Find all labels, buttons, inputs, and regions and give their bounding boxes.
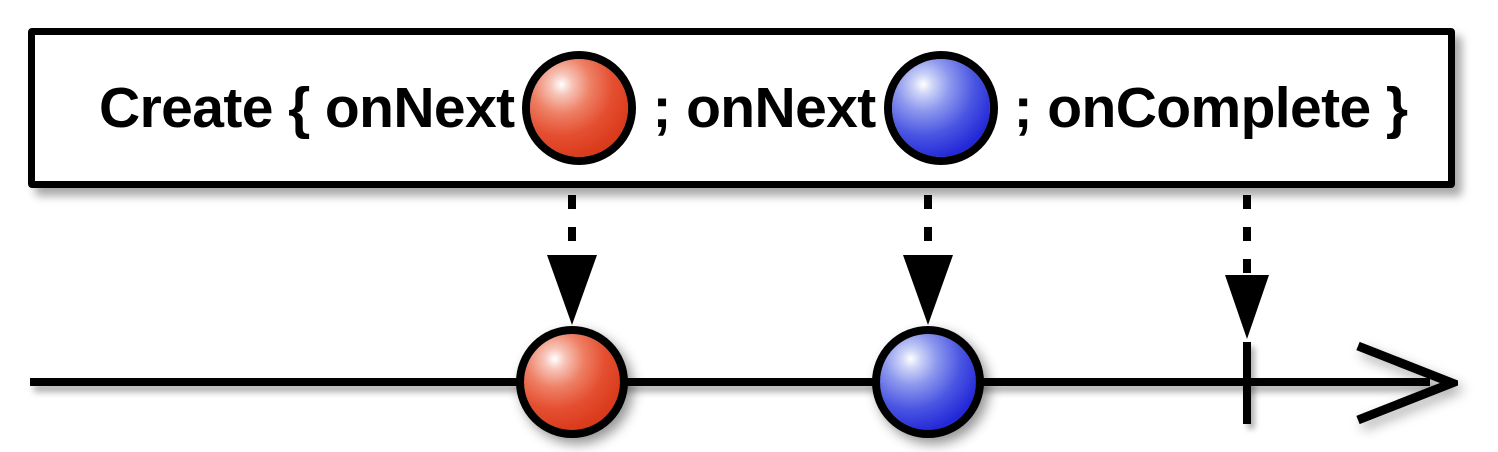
arrowhead-complete xyxy=(1219,275,1275,341)
dashed-line-blue xyxy=(924,195,932,257)
expression-text-onnext-2: ; onNext xyxy=(652,75,876,140)
oncomplete-marker xyxy=(1243,342,1251,424)
create-expression: Create { onNext ; onNext ; onComplete } xyxy=(99,51,1408,165)
expression-text-create-onnext: Create { onNext xyxy=(99,75,515,140)
arrowhead-red xyxy=(544,255,600,327)
dashed-line-complete xyxy=(1243,195,1251,277)
source-expression-box: Create { onNext ; onNext ; onComplete } xyxy=(28,28,1455,188)
dashed-line-red xyxy=(568,195,576,257)
emission-arrow-blue xyxy=(900,195,956,327)
expression-text-oncomplete: ; onComplete } xyxy=(1013,75,1408,140)
emission-arrow-red xyxy=(544,195,600,327)
timeline-axis xyxy=(30,378,1430,386)
arrowhead-blue xyxy=(900,255,956,327)
emission-arrow-complete xyxy=(1219,195,1275,345)
inline-marble-blue xyxy=(883,51,998,165)
timeline-arrowhead-icon xyxy=(1352,340,1465,426)
timeline-marble-blue[interactable] xyxy=(872,326,984,438)
inline-marble-red xyxy=(522,51,637,165)
timeline-marble-red[interactable] xyxy=(516,326,628,438)
